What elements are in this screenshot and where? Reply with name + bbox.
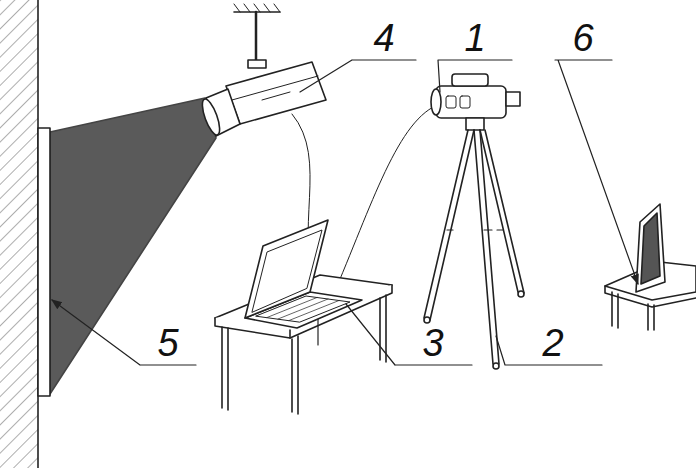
monitor-screen — [641, 213, 660, 284]
laptop-lid — [245, 220, 328, 318]
leader-line — [52, 300, 196, 365]
leader-line — [300, 60, 416, 92]
callout-number: 1 — [464, 19, 485, 57]
projector-seam — [232, 76, 318, 100]
wall — [0, 0, 38, 468]
leader-line — [438, 60, 512, 92]
leader-line — [346, 304, 472, 365]
tripod — [493, 363, 499, 369]
camera-lens — [431, 89, 441, 115]
table-leg — [648, 304, 654, 330]
laptop-table — [215, 275, 392, 414]
tripod — [518, 291, 524, 297]
leader-lines — [52, 60, 638, 365]
tripod — [424, 317, 430, 323]
callout-number: 4 — [373, 19, 394, 57]
video-camera — [431, 74, 520, 130]
projector — [199, 4, 326, 137]
table-leg — [612, 292, 618, 328]
table-leg — [222, 327, 228, 410]
camera-body — [436, 86, 506, 118]
key-row — [289, 301, 339, 321]
callout-number: 5 — [157, 324, 178, 362]
lens-glass — [199, 97, 223, 137]
monitor-frame — [636, 204, 665, 292]
leader-line — [555, 60, 638, 284]
laptop-screen — [252, 230, 322, 312]
tripod — [447, 229, 503, 230]
camera-cable — [332, 104, 440, 298]
laptop-table — [289, 330, 291, 338]
video-camera — [446, 96, 456, 108]
tripod-leg — [424, 130, 474, 320]
ceiling-rod — [255, 12, 258, 62]
tripod-leg — [480, 130, 524, 293]
callout-number: 2 — [542, 324, 563, 362]
projector-detail — [262, 92, 290, 100]
callout-number: 3 — [422, 324, 443, 362]
camera-handle — [452, 74, 488, 86]
wall-hatching — [0, 0, 38, 468]
projection-screen — [38, 128, 50, 396]
ceiling-hatch — [234, 4, 280, 12]
callout-number: 6 — [572, 19, 593, 57]
table-leg — [292, 336, 298, 414]
video-camera — [460, 96, 470, 108]
mount-plate — [248, 60, 266, 68]
monitor — [636, 204, 665, 292]
tripod-leg — [474, 130, 499, 364]
projector-body — [226, 62, 326, 124]
laptop — [245, 220, 362, 328]
tripod-head — [466, 118, 484, 130]
viewfinder — [506, 92, 520, 106]
light-beam — [50, 98, 216, 394]
